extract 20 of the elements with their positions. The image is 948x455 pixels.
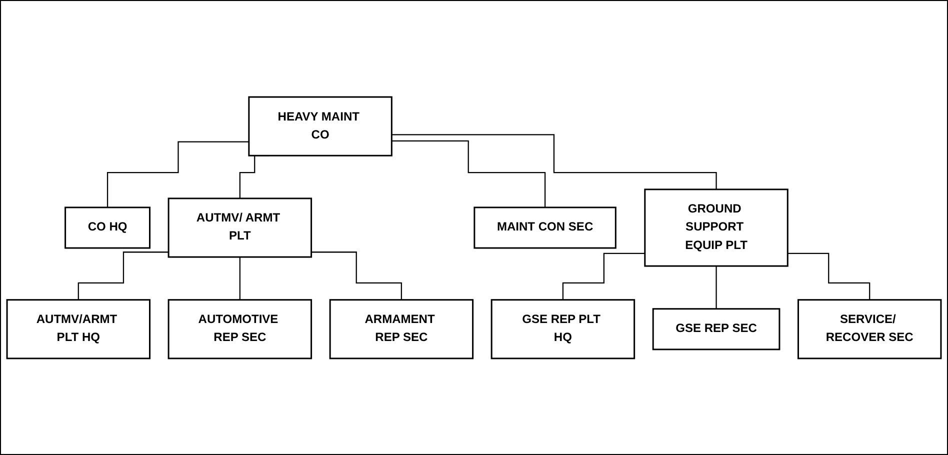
node-box: GSE REP PLT HQ [490,298,636,359]
connector [788,252,870,300]
connector [239,256,240,300]
connector [311,251,402,300]
connector [78,251,169,300]
node-box: AUTMV/ ARMT PLT [168,197,312,258]
node-box: AUTMV/ARMT PLT HQ [6,298,151,359]
node-box: MAINT CON SEC [474,206,616,249]
connector [562,252,645,300]
node-box: AUTOMOTIVE REP SEC [168,298,312,359]
node-box: ARMAMENT REP SEC [329,298,474,359]
node-box: HEAVY MAINT CO [248,96,392,156]
connector [392,140,546,208]
connector [106,141,249,208]
connector [716,265,717,310]
node-box: GSE REP SEC [652,308,780,350]
connector [392,134,717,190]
node-box: GROUND SUPPORT EQUIP PLT [644,188,788,267]
node-box: CO HQ [64,206,151,249]
node-box: SERVICE/ RECOVER SEC [797,298,942,359]
